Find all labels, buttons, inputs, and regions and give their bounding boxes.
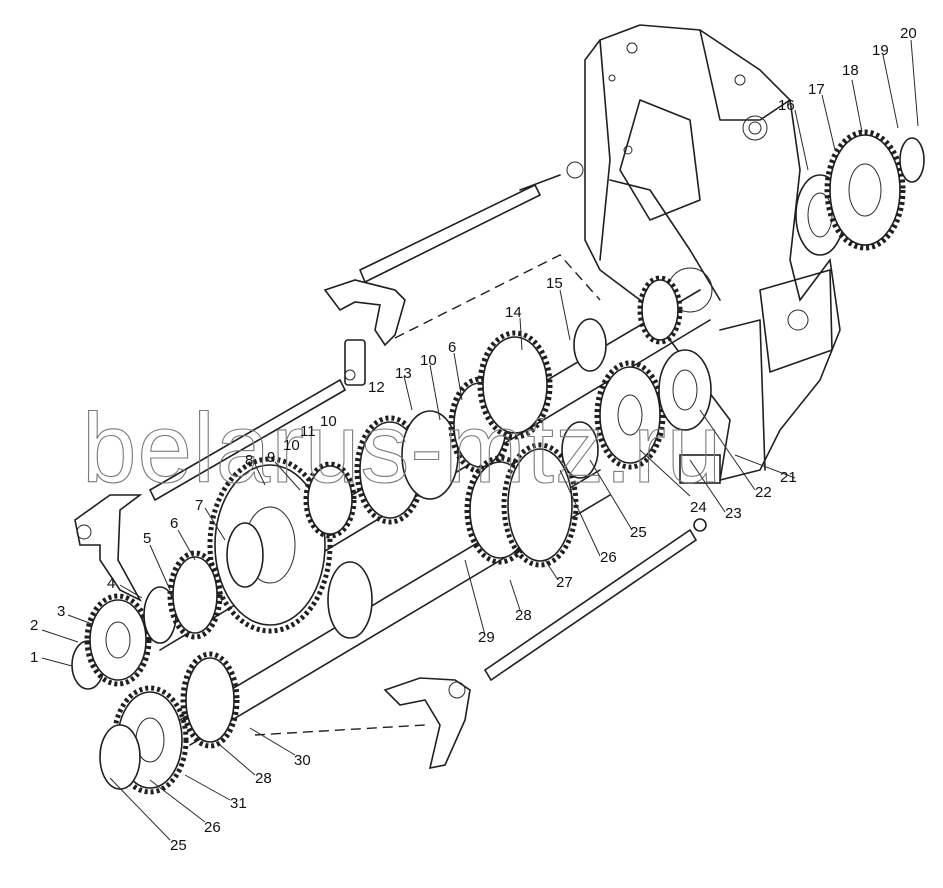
callout-12: 12 bbox=[368, 379, 385, 396]
front-input-gear-stack bbox=[71, 522, 264, 690]
callout-18: 18 bbox=[842, 62, 859, 79]
callout-25a: 25 bbox=[630, 524, 647, 541]
lower-selector-rod bbox=[483, 528, 698, 682]
callout-3: 3 bbox=[57, 603, 65, 620]
callout-26b: 26 bbox=[204, 819, 221, 836]
upper-selector-rod bbox=[359, 161, 584, 283]
callout-21: 21 bbox=[780, 469, 797, 486]
rear-output-gear-set bbox=[795, 129, 925, 256]
rod-end-washer bbox=[693, 518, 707, 532]
callout-10a: 10 bbox=[283, 437, 300, 454]
callout-1: 1 bbox=[30, 649, 38, 666]
callout-28a: 28 bbox=[515, 607, 532, 624]
callout-15: 15 bbox=[546, 275, 563, 292]
callout-10c: 10 bbox=[420, 352, 437, 369]
callout-29: 29 bbox=[478, 629, 495, 646]
callout-22: 22 bbox=[755, 484, 772, 501]
countershaft-gear-stack bbox=[594, 349, 721, 484]
leader-lines bbox=[41, 39, 919, 841]
callout-labels: 1 2 3 4 5 6 7 8 9 10 11 10 12 13 10 6 14… bbox=[30, 25, 917, 854]
callout-27: 27 bbox=[556, 574, 573, 591]
callout-26a: 26 bbox=[600, 549, 617, 566]
callout-23: 23 bbox=[725, 505, 742, 522]
callout-6b: 6 bbox=[448, 339, 456, 356]
callout-31: 31 bbox=[230, 795, 247, 812]
callout-28b: 28 bbox=[255, 770, 272, 787]
callout-25b: 25 bbox=[170, 837, 187, 854]
callout-14: 14 bbox=[505, 304, 522, 321]
callout-17: 17 bbox=[808, 81, 825, 98]
callout-16: 16 bbox=[778, 97, 795, 114]
left-selector-rod bbox=[148, 378, 347, 502]
callout-2: 2 bbox=[30, 617, 38, 634]
watermark-text: belarus-mtz.ru bbox=[82, 393, 722, 503]
upper-shaft-gear-stack bbox=[139, 275, 711, 651]
callout-9: 9 bbox=[267, 449, 275, 466]
lower-shaft-gear-stack bbox=[99, 421, 611, 795]
callout-7: 7 bbox=[195, 497, 203, 514]
callout-20: 20 bbox=[900, 25, 917, 42]
callout-10b: 10 bbox=[320, 413, 337, 430]
callout-4: 4 bbox=[107, 575, 115, 592]
dashed-guide-upper bbox=[394, 254, 601, 339]
callout-30: 30 bbox=[294, 752, 311, 769]
callout-6a: 6 bbox=[170, 515, 178, 532]
lower-shift-fork bbox=[383, 677, 471, 770]
callout-24: 24 bbox=[690, 499, 707, 516]
callout-11: 11 bbox=[300, 423, 316, 440]
callout-19: 19 bbox=[872, 42, 889, 59]
callout-13: 13 bbox=[395, 365, 412, 382]
dashed-guide-lower bbox=[254, 724, 426, 736]
upper-shift-fork bbox=[323, 279, 406, 386]
callout-5: 5 bbox=[143, 530, 151, 547]
left-shift-fork bbox=[74, 494, 143, 602]
callout-8: 8 bbox=[245, 452, 253, 469]
